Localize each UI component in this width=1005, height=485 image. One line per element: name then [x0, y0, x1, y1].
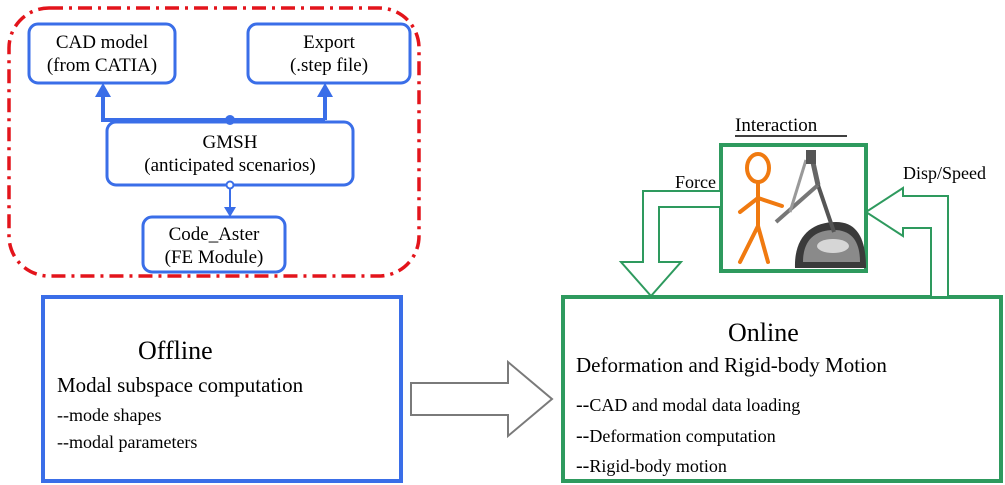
force-label: Force [675, 172, 716, 192]
online-item-text: CAD and modal data loading [589, 395, 801, 415]
online-item-prefix: -- [576, 425, 590, 447]
offline-pipeline-region [7, 6, 421, 278]
code-aster-label: Code_Aster (FE Module) [143, 223, 285, 269]
online-item-text: Deformation computation [589, 426, 776, 446]
offline-title: Offline [138, 336, 213, 365]
online-item: --Deformation computation [576, 426, 776, 446]
gmsh-junction-icon [225, 180, 235, 190]
online-item-prefix: -- [576, 394, 590, 416]
offline-to-online-arrow [410, 359, 554, 439]
code-aster-line2: (FE Module) [164, 247, 264, 268]
cad-model-line2: (from CATIA) [46, 55, 158, 76]
gmsh-line1: GMSH [202, 132, 258, 153]
online-subtitle: Deformation and Rigid-body Motion [576, 353, 887, 377]
gmsh-line2: (anticipated scenarios) [144, 155, 316, 176]
offline-box [41, 295, 403, 483]
cad-model-line1: CAD model [55, 32, 149, 53]
export-label: Export (.step file) [248, 31, 410, 77]
interaction-title: Interaction [735, 115, 818, 136]
online-item-prefix: -- [576, 455, 590, 477]
cad-model-box [27, 22, 177, 85]
offline-item: --modal parameters [57, 432, 198, 452]
online-box [561, 295, 1003, 483]
online-item: --Rigid-body motion [576, 456, 727, 476]
code-aster-box [141, 215, 287, 274]
gmsh-label: GMSH (anticipated scenarios) [107, 131, 353, 177]
disp-speed-arrow [864, 186, 949, 298]
haptic-device-icon [774, 150, 866, 268]
offline-subtitle: Modal subspace computation [57, 373, 304, 397]
export-line1: Export [303, 32, 355, 53]
export-line2: (.step file) [289, 55, 369, 76]
online-item: --CAD and modal data loading [576, 395, 800, 415]
disp-speed-label: Disp/Speed [903, 163, 986, 183]
stick-figure-icon [738, 152, 784, 264]
offline-item: --mode shapes [57, 405, 162, 425]
code-aster-line1: Code_Aster [168, 224, 260, 245]
pipeline-arrowheads [95, 83, 333, 217]
cad-model-label: CAD model (from CATIA) [29, 31, 175, 77]
online-item-text: Rigid-body motion [589, 456, 727, 476]
export-box [246, 22, 412, 85]
force-arrow [618, 190, 722, 298]
online-title: Online [728, 318, 799, 347]
